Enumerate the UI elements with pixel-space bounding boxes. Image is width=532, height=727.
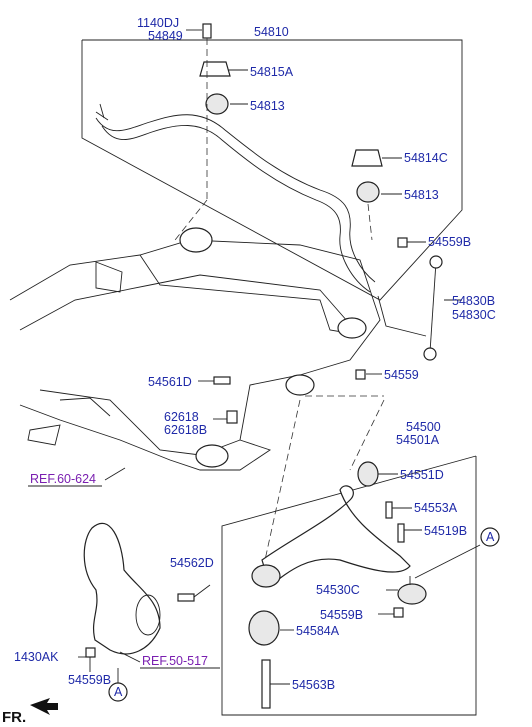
label-54559: 54559 <box>384 368 419 382</box>
steering-knuckle <box>78 522 211 702</box>
link-nut-54559b <box>397 237 408 248</box>
front-direction-arrow <box>30 698 58 715</box>
bushing-bracket-54815a <box>199 61 231 77</box>
label-54553a: 54553A <box>414 501 458 515</box>
stabilizer-link-group <box>377 237 462 361</box>
nut-54559b-knuckle <box>85 647 96 658</box>
label-54519b: 54519B <box>424 524 467 538</box>
stabilizer-bar-group <box>81 23 463 301</box>
ref-label-50-517[interactable]: REF.50-517 <box>142 654 208 668</box>
marker-a-knuckle-label: A <box>114 685 123 699</box>
nut-62618 <box>226 410 238 424</box>
label-54830b: 54830B <box>452 294 495 308</box>
bushing-54551d <box>357 461 379 487</box>
label-54815a: 54815A <box>250 65 294 79</box>
label-54849: 54849 <box>148 29 183 43</box>
label-54559b-top: 54559B <box>428 235 471 249</box>
label-1430ak: 1430AK <box>14 650 59 664</box>
label-54584a: 54584A <box>296 624 340 638</box>
ref-label-60-624[interactable]: REF.60-624 <box>30 472 96 486</box>
front-direction-label: FR. <box>2 709 26 726</box>
lower-arm-group <box>221 455 500 716</box>
label-54530c: 54530C <box>316 583 360 597</box>
label-54562d: 54562D <box>170 556 214 570</box>
ball-joint-54530c <box>397 583 427 605</box>
label-54501a: 54501A <box>396 433 440 447</box>
label-54813-lower: 54813 <box>404 188 439 202</box>
label-54810: 54810 <box>254 25 289 39</box>
marker-a-knuckle-circle <box>108 682 128 702</box>
label-62618b: 62618B <box>164 423 207 437</box>
label-54559b-mid: 54559B <box>320 608 363 622</box>
bolt-54562d <box>177 593 195 602</box>
subframe-crossmember <box>9 227 381 481</box>
label-54559b-bottom: 54559B <box>68 673 111 687</box>
bushing-54584a <box>248 610 280 646</box>
bolt-54519b <box>397 523 405 543</box>
label-54551d: 54551D <box>400 468 444 482</box>
label-54814c: 54814C <box>404 151 448 165</box>
bolt-54553a <box>385 501 393 519</box>
label-54500: 54500 <box>406 420 441 434</box>
label-62618: 62618 <box>164 410 199 424</box>
label-54561d: 54561D <box>148 375 192 389</box>
label-54813-upper: 54813 <box>250 99 285 113</box>
bushing-upper-arm <box>251 564 281 588</box>
marker-a-arm-circle <box>480 527 500 547</box>
bolt-54561d <box>213 376 231 385</box>
bushing-54813-lower <box>356 181 380 203</box>
bolt-54563b <box>261 659 271 709</box>
label-54563b: 54563B <box>292 678 335 692</box>
bushing-bracket-54814c <box>351 149 383 167</box>
bolt-1140dj <box>202 23 212 39</box>
nut-54559b-arm <box>393 607 404 618</box>
lower-control-arm <box>261 485 411 588</box>
label-54830c: 54830C <box>452 308 496 322</box>
bushing-54813-upper <box>205 93 229 115</box>
nut-54559 <box>355 369 366 380</box>
label-1140dj: 1140DJ <box>137 16 179 30</box>
marker-a-arm-label: A <box>486 530 495 544</box>
